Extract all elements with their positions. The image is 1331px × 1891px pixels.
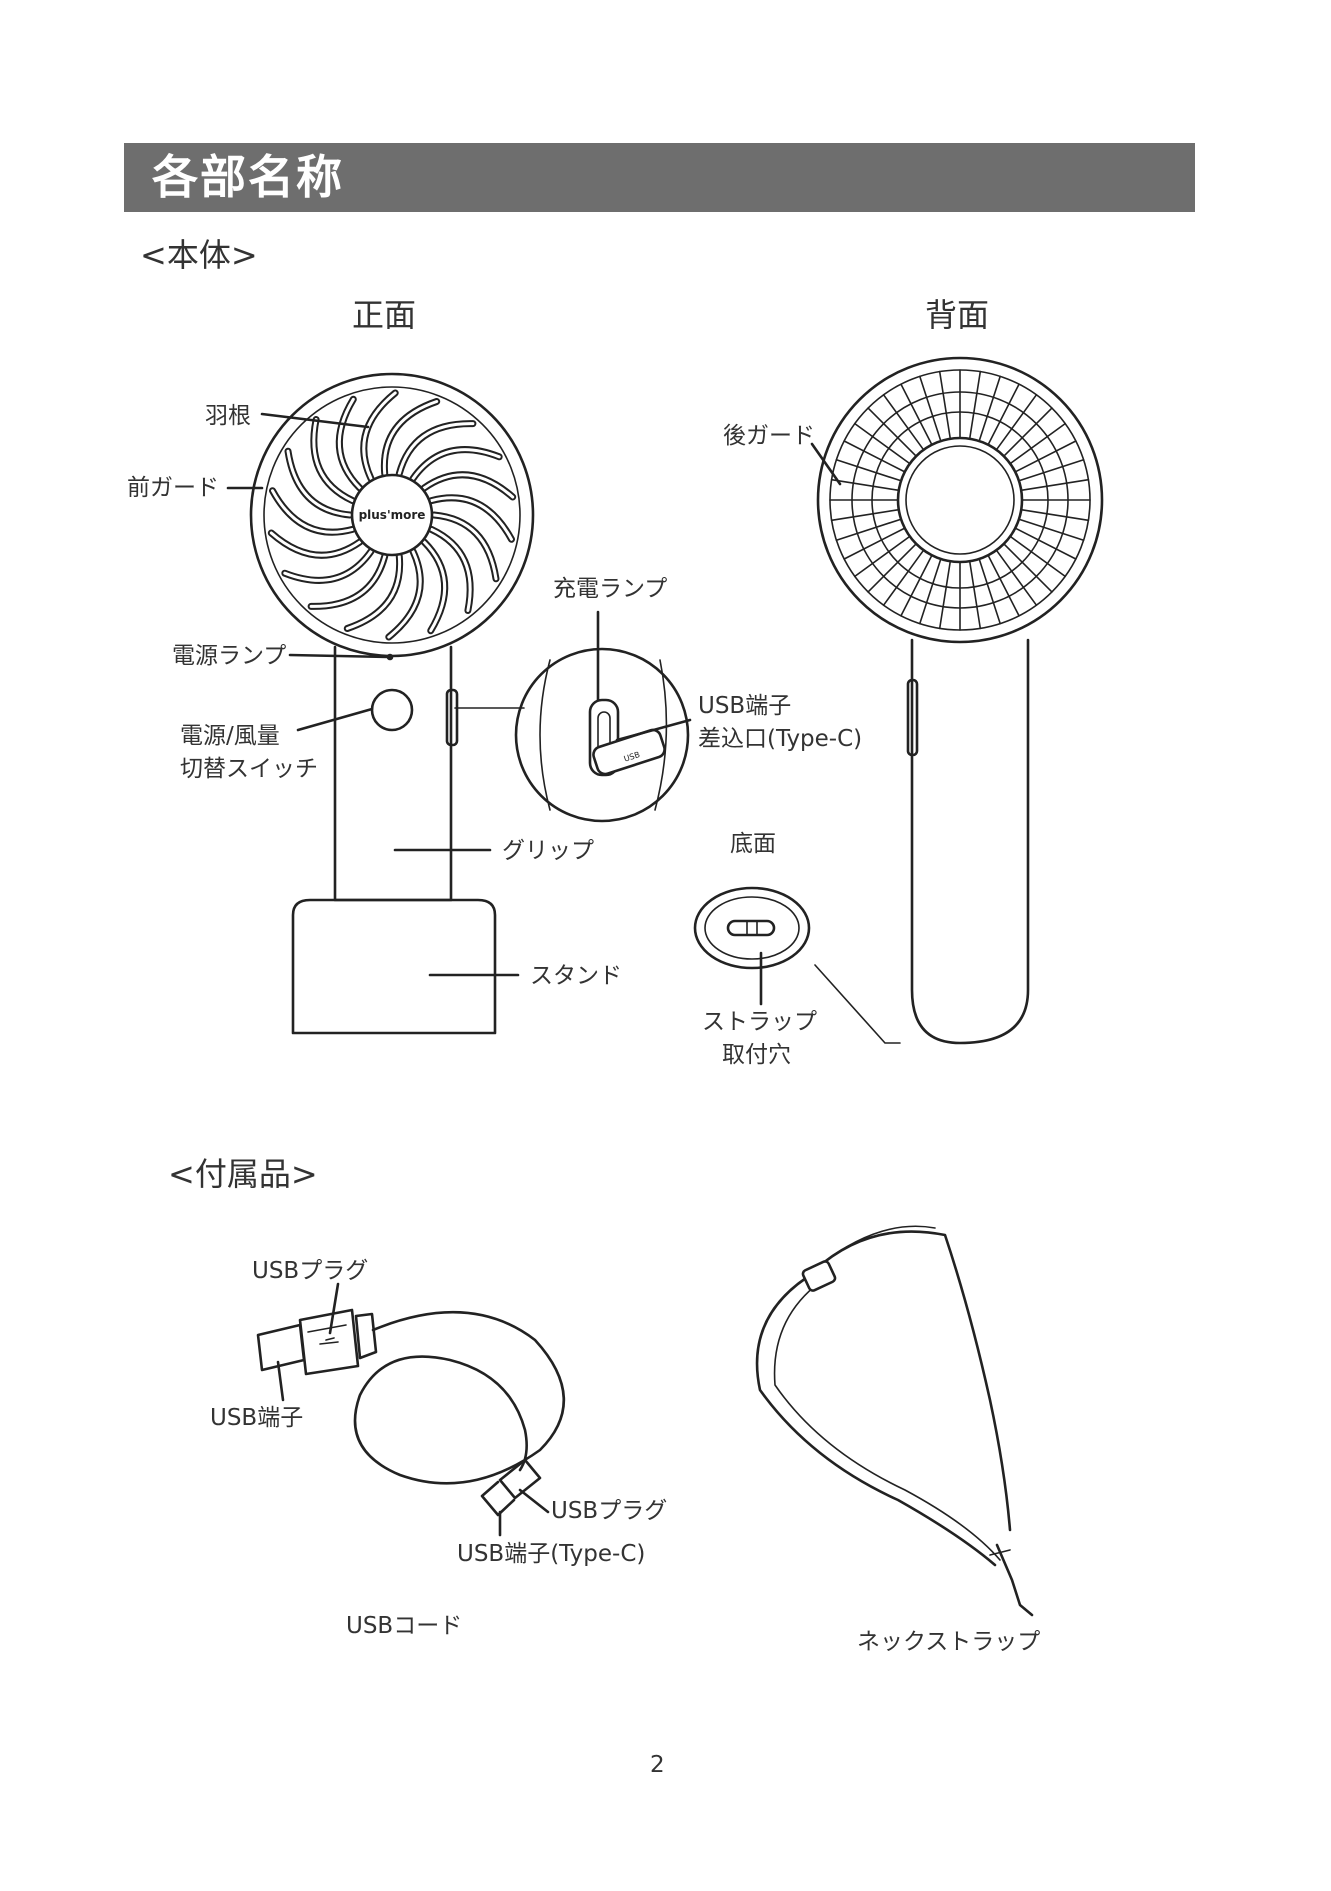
brand-logo: plus'more: [359, 508, 426, 522]
guard-spoke: [836, 519, 901, 540]
label-strap-hole-2: 取付穴: [722, 1041, 791, 1069]
guard-spoke: [970, 372, 981, 439]
label-usb-plug-bottom: USBプラグ: [551, 1497, 667, 1525]
label-strap-hole-1: ストラップ: [702, 1008, 817, 1036]
label-usb-plug-top: USBプラグ: [252, 1257, 368, 1285]
guard-spoke: [844, 528, 905, 559]
guard-spoke: [1015, 441, 1076, 472]
label-rear-guard: 後ガード: [723, 422, 815, 450]
guard-spoke: [988, 384, 1019, 445]
guard-spoke: [970, 561, 981, 628]
back-view-label: 背面: [925, 296, 989, 334]
back-fan-illustration: [815, 358, 1102, 1043]
label-neck-strap: ネックストラップ: [857, 1628, 1040, 1656]
guard-spoke: [940, 372, 951, 439]
guard-spoke: [920, 376, 941, 441]
guard-spoke: [836, 460, 901, 481]
guard-spoke: [832, 480, 899, 491]
front-view-label: 正面: [352, 296, 416, 334]
bottom-view-illustration: [695, 888, 809, 968]
front-fan-illustration: plus'more: [251, 374, 533, 1033]
usb-port-zoom: USB: [455, 649, 688, 821]
cable-leader-lines: [278, 1284, 548, 1535]
main-unit-section-title: <本体>: [140, 236, 258, 274]
usb-cable-illustration: [258, 1310, 564, 1515]
guard-spoke: [979, 559, 1000, 624]
accessories-section-title: <付属品>: [168, 1155, 318, 1193]
label-usb-terminal-c: USB端子(Type-C): [457, 1540, 645, 1568]
label-usb-port-2: 差込口(Type-C): [698, 725, 862, 753]
label-usb-cable: USBコード: [346, 1612, 462, 1640]
guard-spoke: [988, 555, 1019, 616]
guard-spoke: [920, 559, 941, 624]
label-power-lamp: 電源ランプ: [172, 642, 286, 670]
label-blades: 羽根: [205, 402, 251, 430]
page-number: 2: [650, 1752, 665, 1778]
label-usb-port-1: USB端子: [698, 692, 791, 720]
label-grip: グリップ: [502, 837, 594, 865]
label-front-guard: 前ガード: [127, 474, 219, 502]
guard-spoke: [1019, 460, 1084, 481]
guard-spoke: [1015, 528, 1076, 559]
guard-spoke: [844, 441, 905, 472]
guard-spoke: [940, 561, 951, 628]
guard-spoke: [979, 376, 1000, 441]
label-charge-lamp: 充電ランプ: [553, 575, 667, 603]
label-bottom-view: 底面: [730, 830, 776, 858]
label-stand: スタンド: [530, 962, 622, 990]
guard-spoke: [1019, 519, 1084, 540]
guard-spoke: [1021, 510, 1088, 521]
label-usb-terminal: USB端子: [210, 1404, 303, 1432]
neck-strap-illustration: [757, 1226, 1032, 1615]
label-power-switch-1: 電源/風量: [180, 722, 280, 750]
guard-spoke: [832, 510, 899, 521]
guard-spoke: [901, 384, 932, 445]
guard-spoke: [1021, 480, 1088, 491]
label-power-switch-2: 切替スイッチ: [180, 755, 318, 783]
guard-spoke: [901, 555, 932, 616]
